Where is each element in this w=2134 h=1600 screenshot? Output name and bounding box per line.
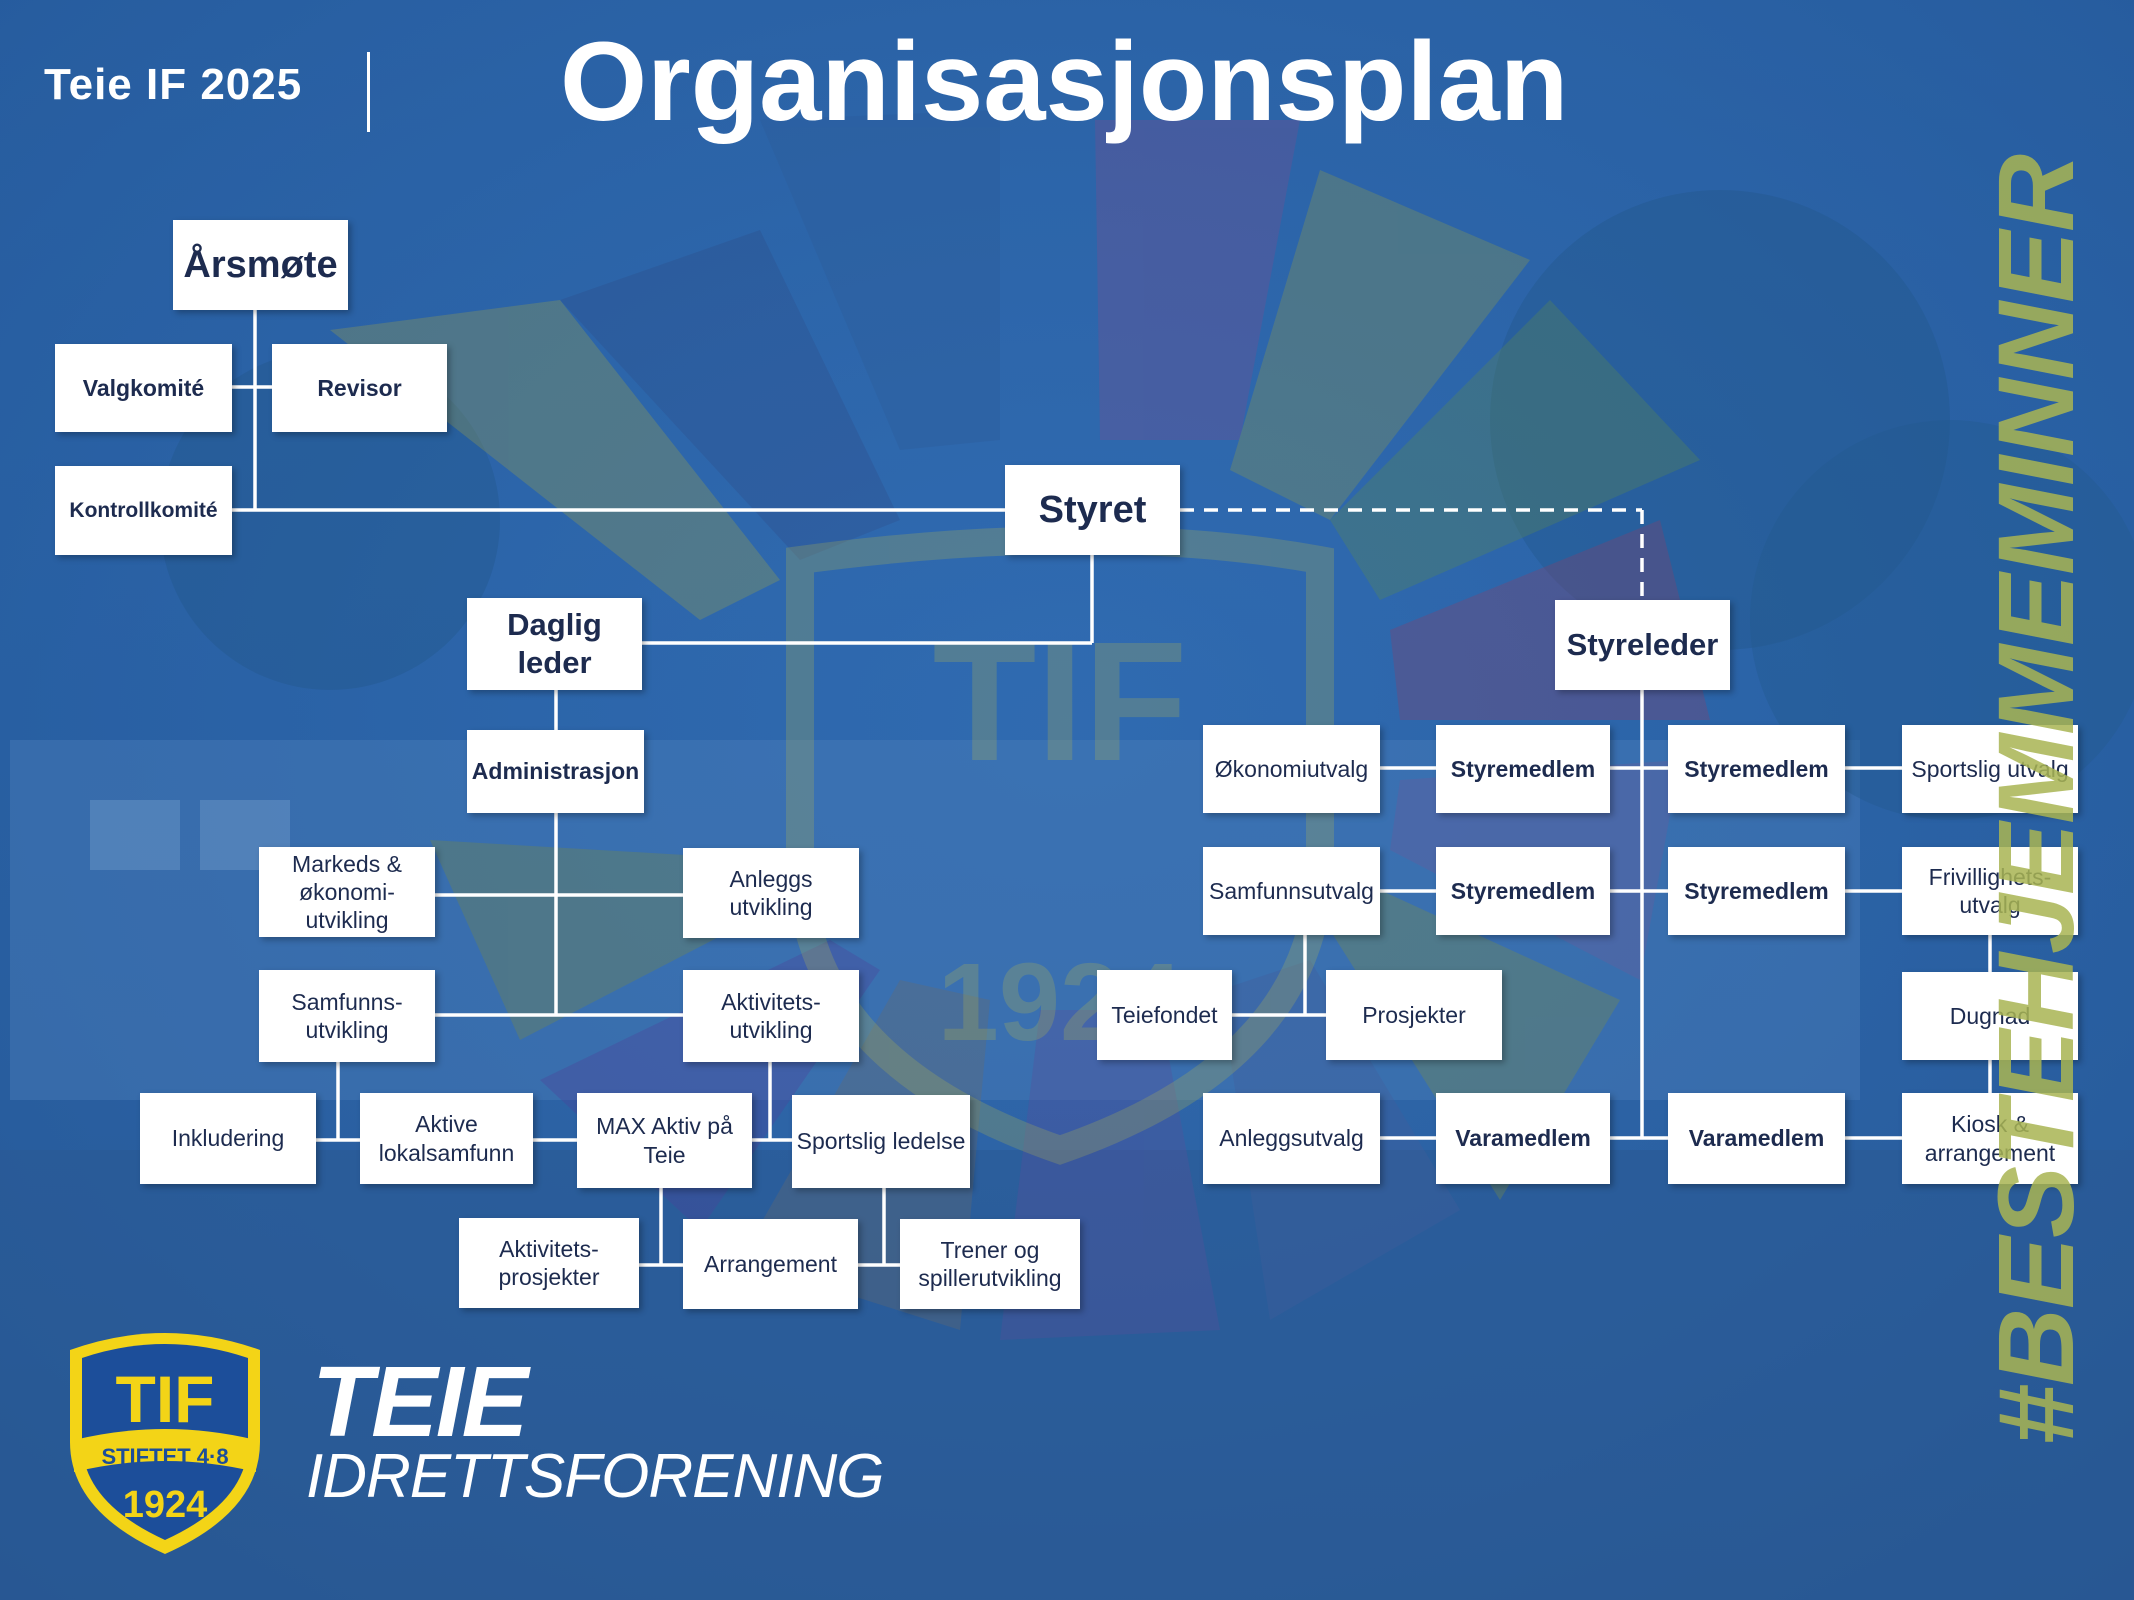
node-dugnad: Dugnad bbox=[1902, 972, 2078, 1060]
node-samfunnsutvalg: Samfunnsutvalg bbox=[1203, 847, 1380, 935]
node-varamedlem-1: Varamedlem bbox=[1436, 1093, 1610, 1184]
node-trener-spillerutvikling: Trener og spillerutvikling bbox=[900, 1219, 1080, 1309]
node-daglig-leder: Daglig leder bbox=[467, 598, 642, 690]
node-anleggsutvalg: Anleggsutvalg bbox=[1203, 1093, 1380, 1184]
node-sportslig-utvalg: Sportslig utvalg bbox=[1902, 725, 2078, 813]
node-aktivitets-prosjekter: Aktivitets- prosjekter bbox=[459, 1218, 639, 1308]
node-okonomiutvalg: Økonomiutvalg bbox=[1203, 725, 1380, 813]
node-styremedlem-1: Styremedlem bbox=[1436, 725, 1610, 813]
club-crest-icon: TIF STIFTET 4·8 1924 bbox=[70, 1333, 260, 1554]
node-arsmote: Årsmøte bbox=[173, 220, 348, 310]
node-prosjekter: Prosjekter bbox=[1326, 970, 1502, 1060]
side-hashtag: #BESTEHJEMMEMINNER bbox=[1975, 154, 2096, 1446]
svg-text:TIF: TIF bbox=[116, 1362, 215, 1436]
svg-text:TIF: TIF bbox=[933, 607, 1188, 797]
node-markeds-okonomi: Markeds & økonomi- utvikling bbox=[259, 847, 435, 937]
node-revisor: Revisor bbox=[272, 344, 447, 432]
node-styremedlem-4: Styremedlem bbox=[1668, 847, 1845, 935]
node-aktive-lokalsamfunn: Aktive lokalsamfunn bbox=[360, 1093, 533, 1184]
club-year-label: Teie IF 2025 bbox=[44, 60, 303, 109]
header-divider bbox=[367, 52, 370, 132]
node-sportslig-ledelse: Sportslig ledelse bbox=[792, 1095, 970, 1188]
brand-name-line2: IDRETTSFORENING bbox=[306, 1442, 884, 1511]
brand-name-line1: TEIE bbox=[312, 1346, 528, 1458]
node-styret: Styret bbox=[1005, 465, 1180, 555]
svg-text:1924: 1924 bbox=[123, 1484, 208, 1526]
node-frivillighetsutvalg: Frivillighets- utvalg bbox=[1902, 847, 2078, 935]
node-aktivitets-utvikling: Aktivitets- utvikling bbox=[683, 970, 859, 1062]
node-styremedlem-2: Styremedlem bbox=[1668, 725, 1845, 813]
node-administrasjon: Administrasjon bbox=[467, 730, 644, 813]
page-title: Organisasjonsplan bbox=[560, 19, 1569, 144]
node-varamedlem-2: Varamedlem bbox=[1668, 1093, 1845, 1184]
node-samfunns-utvikling: Samfunns- utvikling bbox=[259, 970, 435, 1062]
node-inkludering: Inkludering bbox=[140, 1093, 316, 1184]
svg-text:STIFTET 4·8: STIFTET 4·8 bbox=[101, 1444, 228, 1469]
node-styremedlem-3: Styremedlem bbox=[1436, 847, 1610, 935]
node-max-aktiv: MAX Aktiv på Teie bbox=[577, 1093, 752, 1188]
node-arrangement: Arrangement bbox=[683, 1219, 858, 1309]
node-styreleder: Styreleder bbox=[1555, 600, 1730, 690]
node-kiosk-arrangement: Kiosk & arrangement bbox=[1902, 1093, 2078, 1184]
node-anleggs-utvikling: Anleggs utvikling bbox=[683, 848, 859, 938]
node-teiefondet: Teiefondet bbox=[1097, 970, 1232, 1060]
node-valgkomite: Valgkomité bbox=[55, 344, 232, 432]
node-kontrollkomite: Kontrollkomité bbox=[55, 466, 232, 555]
